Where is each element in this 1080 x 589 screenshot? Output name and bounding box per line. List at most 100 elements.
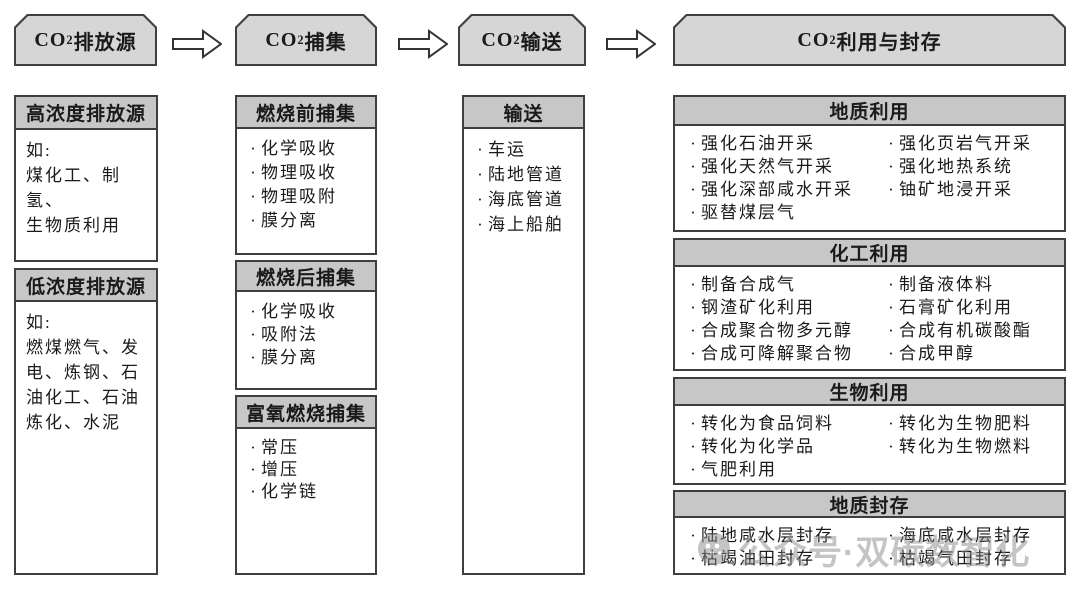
bullet-icon: · (888, 157, 896, 176)
list-item: ·陆地管道 (474, 162, 575, 187)
list-item: ·转化为生物肥料 (885, 412, 1060, 435)
list-item-label: 制备合成气 (701, 275, 796, 294)
section-title: 富氧燃烧捕集 (237, 397, 375, 429)
section-title: 地质利用 (675, 97, 1064, 126)
bullet-icon: · (888, 549, 896, 568)
flow-arrow-icon (398, 29, 448, 59)
section-body: 如: 煤化工、制氢、 生物质利用 (26, 141, 121, 235)
bullet-icon: · (690, 437, 698, 456)
list-item: ·制备液体料 (885, 273, 1060, 296)
bullet-icon: · (690, 526, 698, 545)
bullet-icon: · (690, 275, 698, 294)
section-title: 生物利用 (675, 379, 1064, 406)
list-item-label: 海底咸水层封存 (899, 526, 1032, 545)
list-item-label: 钢渣矿化利用 (701, 298, 815, 317)
list-item: ·石膏矿化利用 (885, 296, 1060, 319)
bullet-icon: · (477, 140, 485, 159)
list-item-label: 化学吸收 (261, 302, 337, 321)
list-item: ·化学链 (247, 481, 367, 503)
list-item-label: 车运 (488, 140, 526, 159)
co-text: CO (265, 28, 298, 51)
section-title: 化工利用 (675, 240, 1064, 267)
list-item-label: 枯竭气田封存 (899, 549, 1013, 568)
item-list-left: ·强化石油开采·强化天然气开采·强化深部咸水开采·驱替煤层气 (687, 132, 885, 224)
list-item: ·物理吸收 (247, 161, 367, 185)
bullet-icon: · (250, 438, 258, 457)
list-item-label: 强化石油开采 (701, 134, 815, 153)
item-list-right: ·制备液体料·石膏矿化利用·合成有机碳酸酯·合成甲醇 (885, 273, 1060, 365)
list-item-label: 合成可降解聚合物 (701, 344, 853, 363)
pre-combustion-capture-box: 燃烧前捕集 ·化学吸收·物理吸收·物理吸附·膜分离 (235, 95, 377, 255)
low-concentration-source-box: 低浓度排放源 如: 燃煤燃气、发 电、炼钢、石 油化工、石油 炼化、水泥 (14, 268, 158, 575)
list-item: ·合成有机碳酸酯 (885, 319, 1060, 342)
oxyfuel-combustion-capture-box: 富氧燃烧捕集 ·常压·增压·化学链 (235, 395, 377, 575)
list-item-label: 增压 (261, 460, 299, 479)
list-item-label: 强化地热系统 (899, 157, 1013, 176)
bullet-icon: · (690, 549, 698, 568)
list-item-label: 陆地咸水层封存 (701, 526, 834, 545)
bullet-icon: · (690, 157, 698, 176)
bullet-icon: · (888, 344, 896, 363)
section-title: 低浓度排放源 (16, 270, 156, 302)
flow-arrow-icon (606, 29, 656, 59)
bullet-icon: · (690, 180, 698, 199)
list-item: ·枯竭油田封存 (687, 547, 885, 570)
item-list-right: ·转化为生物肥料·转化为生物燃料 (885, 412, 1060, 481)
item-list-left: ·陆地咸水层封存·枯竭油田封存 (687, 524, 885, 570)
list-item: ·转化为化学品 (687, 435, 885, 458)
section-title: 燃烧前捕集 (237, 97, 375, 129)
list-item-label: 强化深部咸水开采 (701, 180, 853, 199)
item-list: ·车运·陆地管道·海底管道·海上船舶 (464, 129, 583, 237)
list-item-label: 转化为生物燃料 (899, 437, 1032, 456)
list-item: ·物理吸附 (247, 185, 367, 209)
bullet-icon: · (250, 482, 258, 501)
geological-storage-box: 地质封存 ·陆地咸水层封存·枯竭油田封存 ·海底咸水层封存·枯竭气田封存 (673, 490, 1066, 575)
list-item: ·驱替煤层气 (687, 201, 885, 224)
list-item-label: 海上船舶 (488, 215, 564, 234)
list-item-label: 膜分离 (261, 211, 318, 230)
list-item: ·气肥利用 (687, 458, 885, 481)
list-item: ·常压 (247, 437, 367, 459)
section-title: 燃烧后捕集 (237, 262, 375, 292)
item-list: ·常压·增压·化学链 (237, 429, 375, 503)
item-list-right: ·海底咸水层封存·枯竭气田封存 (885, 524, 1060, 570)
list-item: ·转化为生物燃料 (885, 435, 1060, 458)
bullet-icon: · (477, 190, 485, 209)
section-title: 高浓度排放源 (16, 97, 156, 130)
item-list-left: ·制备合成气·钢渣矿化利用·合成聚合物多元醇·合成可降解聚合物 (687, 273, 885, 365)
list-item: ·合成聚合物多元醇 (687, 319, 885, 342)
list-item: ·膜分离 (247, 346, 367, 369)
item-list: ·化学吸收·吸附法·膜分离 (237, 292, 375, 369)
section-title: 输送 (464, 97, 583, 129)
chemical-utilization-box: 化工利用 ·制备合成气·钢渣矿化利用·合成聚合物多元醇·合成可降解聚合物 ·制备… (673, 238, 1066, 371)
list-item: ·钢渣矿化利用 (687, 296, 885, 319)
two-column-list: ·转化为食品饲料·转化为化学品·气肥利用 ·转化为生物肥料·转化为生物燃料 (675, 406, 1064, 481)
list-item-label: 气肥利用 (701, 460, 777, 479)
co-text: CO (481, 28, 514, 51)
list-item: ·化学吸收 (247, 137, 367, 161)
list-item-label: 强化天然气开采 (701, 157, 834, 176)
bullet-icon: · (250, 302, 258, 321)
list-item: ·膜分离 (247, 209, 367, 233)
list-item-label: 枯竭油田封存 (701, 549, 815, 568)
list-item: ·强化页岩气开采 (885, 132, 1060, 155)
flow-arrow-icon (172, 29, 222, 59)
bullet-icon: · (690, 321, 698, 340)
bullet-icon: · (888, 414, 896, 433)
biological-utilization-box: 生物利用 ·转化为食品饲料·转化为化学品·气肥利用 ·转化为生物肥料·转化为生物… (673, 377, 1066, 485)
header-rest-text: 排放源 (73, 31, 137, 54)
list-item: ·海底管道 (474, 187, 575, 212)
two-column-list: ·强化石油开采·强化天然气开采·强化深部咸水开采·驱替煤层气 ·强化页岩气开采·… (675, 126, 1064, 224)
bullet-icon: · (888, 134, 896, 153)
item-list-left: ·转化为食品饲料·转化为化学品·气肥利用 (687, 412, 885, 481)
bullet-icon: · (690, 344, 698, 363)
list-item: ·转化为食品饲料 (687, 412, 885, 435)
bullet-icon: · (690, 298, 698, 317)
section-body: 如: 燃煤燃气、发 电、炼钢、石 油化工、石油 炼化、水泥 (26, 313, 140, 432)
two-column-list: ·陆地咸水层封存·枯竭油田封存 ·海底咸水层封存·枯竭气田封存 (675, 518, 1064, 570)
